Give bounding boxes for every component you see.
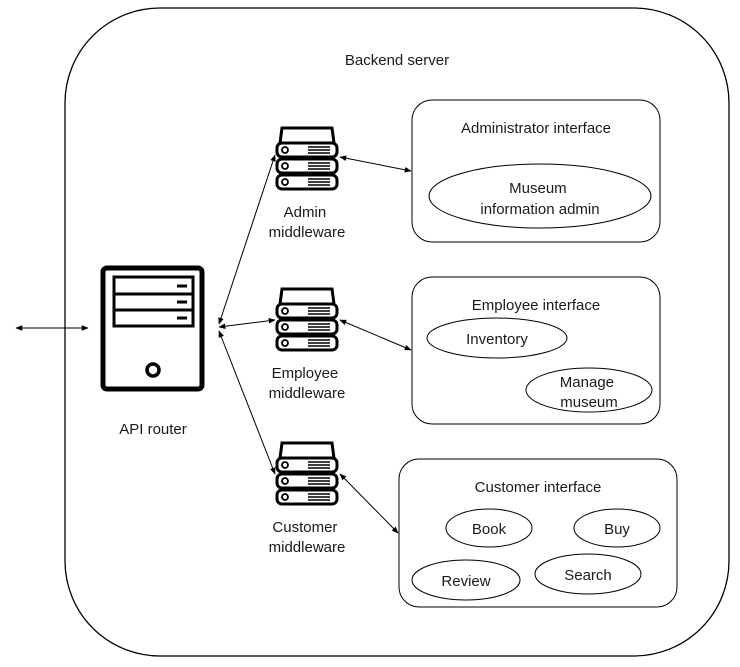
customer-interface-connector [339, 473, 399, 534]
customer-middleware-label-line-1: Customer [272, 519, 337, 536]
inventory-label: Inventory [466, 331, 528, 348]
employee-middleware-label: Employee middleware [269, 365, 346, 402]
review-feature: Review [411, 559, 521, 601]
customer-interface-title: Customer interface [475, 479, 602, 496]
manage-museum-feature: Manage museum [525, 367, 653, 413]
administrator-interface-title: Administrator interface [461, 120, 611, 137]
backend-server-label: Backend server [345, 52, 449, 69]
employee-middleware-label-line-2: middleware [269, 385, 346, 402]
admin-middleware-label: Admin middleware [269, 204, 346, 241]
manage-museum-label: Manage museum [560, 374, 618, 411]
review-label: Review [441, 573, 490, 590]
buy-label: Buy [604, 521, 630, 538]
inventory-feature: Inventory [426, 317, 568, 359]
employee-interface-title: Employee interface [472, 297, 600, 314]
router-employee-connector [218, 318, 276, 329]
router-admin-connector [218, 154, 276, 325]
customer-middleware-label-line-2: middleware [269, 539, 346, 556]
customer-middleware-node: Customer middleware [269, 441, 346, 556]
admin-interface-connector [339, 155, 412, 173]
museum-info-admin-label: Museum information admin [480, 180, 599, 218]
customer-middleware-label: Customer middleware [269, 519, 346, 556]
admin-middleware-label-line-2: middleware [269, 224, 346, 241]
search-label: Search [564, 567, 612, 584]
museum-info-admin-feature: Museum information admin [428, 163, 652, 229]
search-feature: Search [534, 553, 642, 595]
server-stack-icon [275, 287, 339, 352]
api-router-node: API router [100, 265, 205, 438]
router-customer-connector [218, 330, 276, 475]
server-stack-icon [275, 441, 339, 506]
server-stack-icon [275, 126, 339, 191]
employee-interface-connector [339, 319, 412, 351]
customer-interface-box: Customer interface Book Buy Review Searc… [398, 458, 678, 608]
book-feature: Book [445, 508, 533, 548]
administrator-interface-box: Administrator interface Museum informati… [411, 99, 661, 243]
employee-interface-box: Employee interface Inventory Manage muse… [411, 276, 661, 425]
manage-museum-line-2: museum [560, 394, 618, 411]
employee-middleware-label-line-1: Employee [272, 365, 339, 382]
api-router-label: API router [119, 421, 187, 438]
admin-middleware-node: Admin middleware [269, 126, 346, 241]
manage-museum-line-1: Manage [560, 374, 614, 391]
employee-middleware-node: Employee middleware [269, 287, 346, 402]
museum-info-admin-line-2: information admin [480, 201, 599, 218]
buy-feature: Buy [573, 508, 661, 548]
server-tower-icon [100, 265, 205, 392]
museum-info-admin-line-1: Museum [509, 180, 567, 197]
book-label: Book [472, 521, 507, 538]
admin-middleware-label-line-1: Admin [284, 204, 327, 221]
